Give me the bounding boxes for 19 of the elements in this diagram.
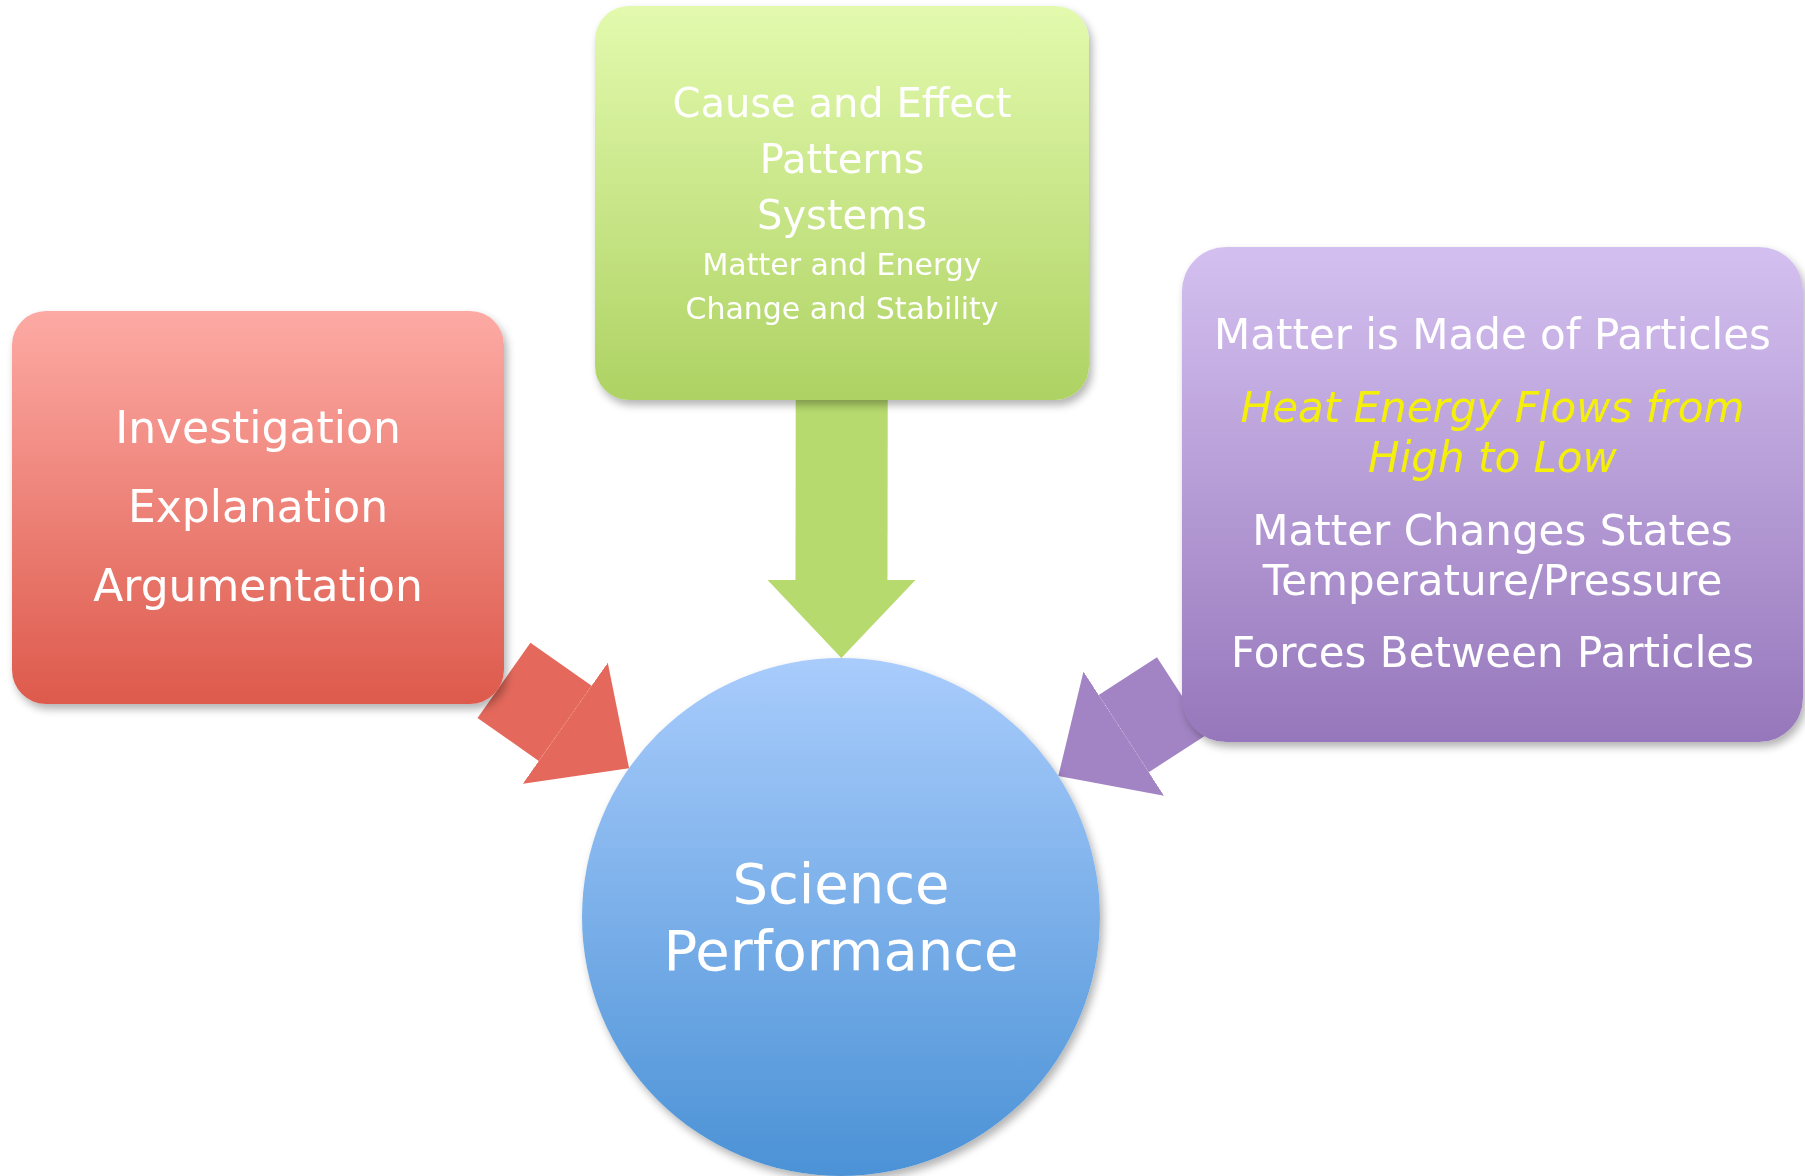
node-text: Matter is Made of Particles: [1214, 310, 1771, 361]
node-text: Heat Energy Flows from High to Low: [1239, 382, 1746, 484]
block-arrow: [1058, 657, 1207, 796]
process-box: [595, 6, 1089, 400]
node-text: Argumentation: [93, 559, 423, 613]
node-text: Matter and Energy: [702, 247, 982, 283]
node-text: Change and Stability: [685, 291, 999, 327]
node-text: Forces Between Particles: [1230, 628, 1755, 679]
node-text: Explanation: [127, 481, 389, 534]
node-text: Science Performance: [662, 849, 1020, 985]
process-box: [12, 311, 504, 704]
node-text: Investigation: [115, 402, 401, 456]
node-text: Matter Changes States Temperature/Pressure: [1251, 505, 1734, 607]
process-box: [1182, 247, 1803, 742]
node-text: Patterns: [759, 135, 925, 183]
node-text: Systems: [757, 191, 927, 239]
block-arrow: [767, 400, 916, 658]
block-arrow: [477, 642, 630, 784]
node-text: Cause and Effect: [672, 79, 1012, 127]
